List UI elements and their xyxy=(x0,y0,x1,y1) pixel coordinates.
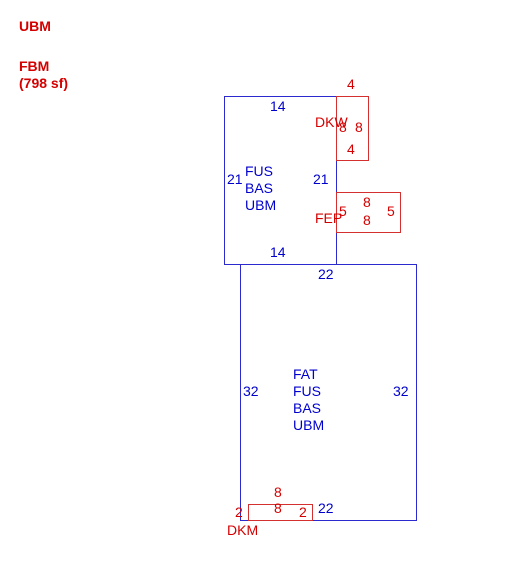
dkw-right-dim: 8 xyxy=(355,119,363,135)
fep-top-dim: 8 xyxy=(363,194,371,210)
dkw-label: DKW xyxy=(315,114,348,130)
dkw-outline xyxy=(336,96,369,161)
lower-bottom-dim: 22 xyxy=(318,500,334,516)
dkm-label: DKM xyxy=(227,522,259,538)
upper-code-2: BAS xyxy=(245,180,274,196)
lower-code-3: BAS xyxy=(293,400,322,416)
lower-left-dim: 32 xyxy=(243,383,259,399)
sketch-title: UBM xyxy=(19,18,51,34)
dkw-bottom-dim: 4 xyxy=(347,141,355,157)
fep-left-dim: 5 xyxy=(339,203,347,219)
fep-label: FEP xyxy=(315,210,343,226)
fep-outline xyxy=(336,192,401,233)
lower-top-dim: 22 xyxy=(318,266,334,282)
dkm-bottom-dim: 8 xyxy=(274,500,282,516)
fbm-area: (798 sf) xyxy=(19,75,69,91)
dkw-top-dim: 4 xyxy=(347,76,355,92)
fep-right-dim: 5 xyxy=(387,203,395,219)
lower-code-2: FUS xyxy=(293,383,321,399)
upper-top-dim: 14 xyxy=(270,98,286,114)
upper-code-1: FUS xyxy=(245,163,273,179)
lower-code-4: UBM xyxy=(293,417,325,433)
upper-bottom-dim: 14 xyxy=(270,244,286,260)
dkm-left-dim: 2 xyxy=(235,504,243,520)
dkm-top-dim: 8 xyxy=(274,484,282,500)
lower-code-1: FAT xyxy=(293,366,318,382)
dkm-right-dim: 2 xyxy=(299,504,307,520)
lower-right-dim: 32 xyxy=(393,383,409,399)
fep-bottom-dim: 8 xyxy=(363,212,371,228)
upper-code-3: UBM xyxy=(245,197,277,213)
upper-left-dim: 21 xyxy=(227,171,243,187)
lower-section-outline xyxy=(240,264,417,521)
dkm-outline xyxy=(248,504,313,521)
dkw-left-dim: 8 xyxy=(339,119,347,135)
upper-right-dim: 21 xyxy=(313,171,329,187)
fbm-label: FBM xyxy=(19,58,50,74)
